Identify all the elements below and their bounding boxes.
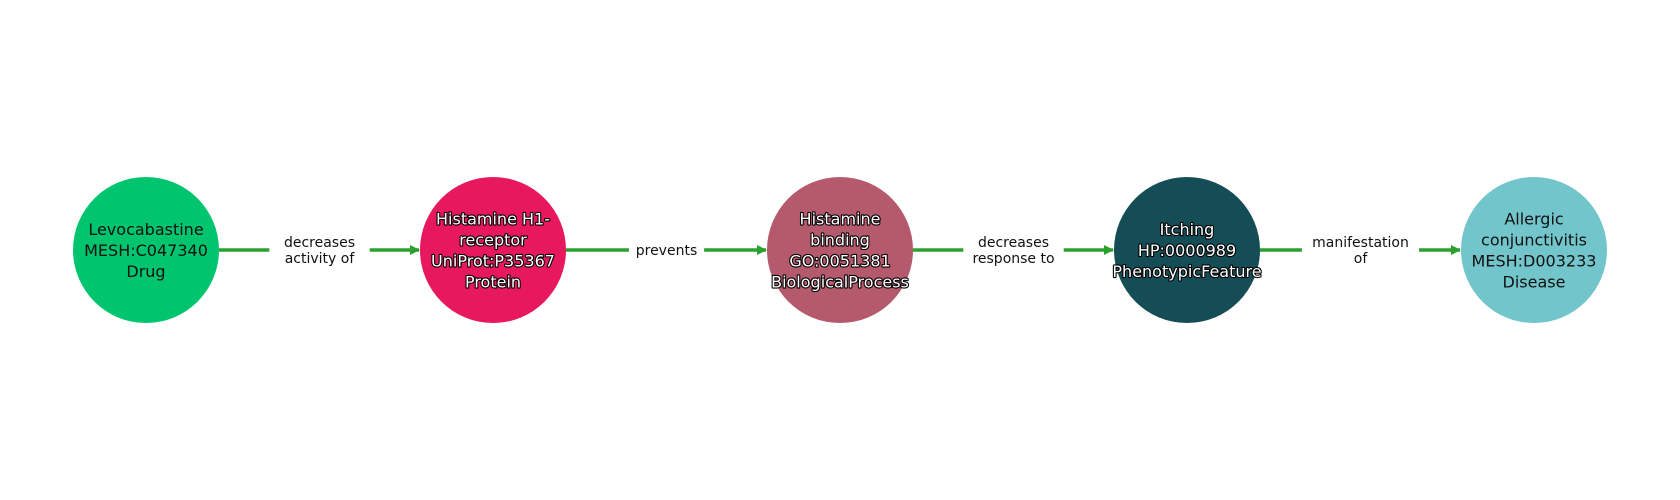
- edge-label: prevents: [636, 243, 698, 259]
- node-label-line: HP:0000989: [1138, 241, 1236, 260]
- node-label-line: Protein: [465, 273, 521, 292]
- node-label-line: conjunctivitis: [1481, 231, 1587, 250]
- edge-label-background: [628, 240, 705, 260]
- node-circle: [1114, 177, 1260, 323]
- node-label-line: Levocabastine: [88, 220, 203, 239]
- node-label-line: receptor: [459, 231, 527, 250]
- node-label-line: GO:0051381: [789, 252, 890, 271]
- node-label-line: Disease: [1503, 273, 1566, 292]
- node-label-line: BiologicalProcess: [771, 273, 909, 292]
- node-label-line: Histamine H1-: [436, 210, 550, 229]
- node-label-line: Drug: [126, 262, 165, 281]
- node-label-line: UniProt:P35367: [431, 252, 555, 271]
- edge-label-background: [1301, 232, 1420, 268]
- node-circle: [1461, 177, 1607, 323]
- edge-label-line: manifestation: [1312, 235, 1409, 251]
- edge-label-line: prevents: [636, 243, 698, 259]
- edge-label-line: of: [1354, 251, 1369, 267]
- node-circle: [420, 177, 566, 323]
- edge-label-line: activity of: [285, 251, 356, 267]
- node-label-line: MESH:C047340: [84, 241, 208, 260]
- edge-label-line: response to: [972, 251, 1054, 267]
- node-label-line: PhenotypicFeature: [1112, 262, 1261, 281]
- edge-label-line: decreases: [284, 235, 355, 251]
- node-label-line: MESH:D003233: [1472, 252, 1597, 271]
- node-label-line: Itching: [1160, 220, 1215, 239]
- edge-protein-process: prevents: [566, 240, 767, 260]
- node-label-line: binding: [810, 231, 870, 250]
- node-label-line: Histamine: [800, 210, 881, 229]
- edge-label-background: [269, 232, 370, 268]
- node-circle: [73, 177, 219, 323]
- edge-label-line: decreases: [978, 235, 1049, 251]
- node-circle: [767, 177, 913, 323]
- node-label-line: Allergic: [1504, 210, 1563, 229]
- edge-label-background: [963, 232, 1064, 268]
